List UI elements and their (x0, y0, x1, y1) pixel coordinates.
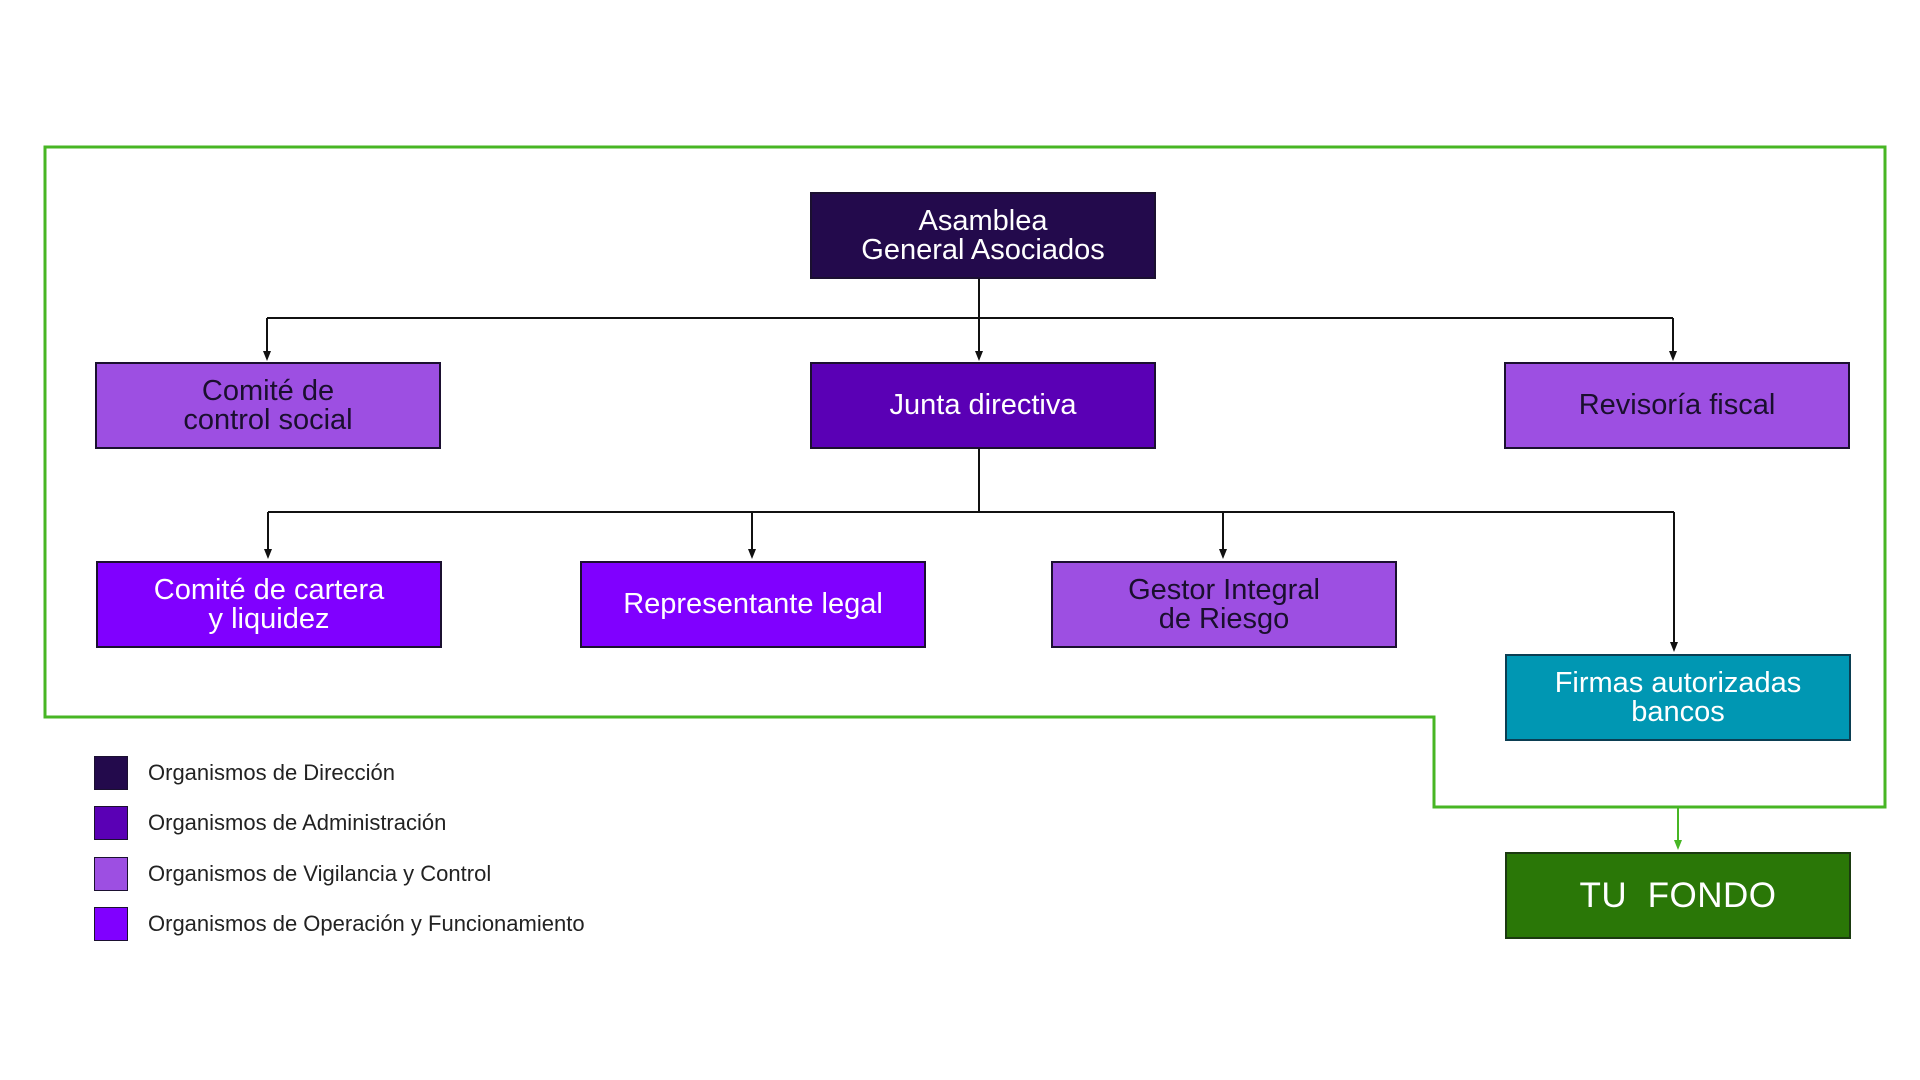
legend-item-direccion: Organismos de Dirección (94, 756, 395, 790)
legend-swatch-administracion (94, 806, 128, 840)
node-asamblea-general: Asamblea General Asociados (810, 192, 1156, 279)
node-comite-cartera-liquidez: Comité de cartera y liquidez (96, 561, 442, 648)
node-gestor-integral-riesgo: Gestor Integral de Riesgo (1051, 561, 1397, 648)
legend-item-administracion: Organismos de Administración (94, 806, 446, 840)
node-comite-control-social-text: Comité de control social (183, 374, 353, 436)
node-firmas-autorizadas-bancos-text: Firmas autorizadas bancos (1554, 666, 1802, 728)
node-tu-fondo-text: TU FONDO (1579, 876, 1777, 915)
node-tu-fondo: TU FONDO (1505, 852, 1851, 939)
node-firmas-autorizadas-bancos: Firmas autorizadas bancos (1505, 654, 1851, 741)
legend-item-operacion: Organismos de Operación y Funcionamiento (94, 907, 585, 941)
node-representante-legal-text: Representante legal (623, 588, 883, 620)
node-representante-legal: Representante legal (580, 561, 926, 648)
node-junta-directiva-text: Junta directiva (889, 389, 1077, 421)
legend-label-vigilancia: Organismos de Vigilancia y Control (148, 861, 492, 886)
node-asamblea-general-text: Asamblea General Asociados (861, 204, 1105, 266)
legend-item-vigilancia: Organismos de Vigilancia y Control (94, 857, 491, 891)
node-comite-control-social: Comité de control social (95, 362, 441, 449)
node-revisoria-fiscal: Revisoría fiscal (1504, 362, 1850, 449)
legend-label-operacion: Organismos de Operación y Funcionamiento (148, 911, 585, 936)
node-comite-cartera-liquidez-text: Comité de cartera y liquidez (153, 573, 385, 635)
legend-swatch-operacion (94, 907, 128, 941)
legend-label-direccion: Organismos de Dirección (148, 760, 395, 785)
legend-swatch-vigilancia (94, 857, 128, 891)
node-revisoria-fiscal-text: Revisoría fiscal (1578, 389, 1776, 421)
node-junta-directiva: Junta directiva (810, 362, 1156, 449)
legend-swatch-direccion (94, 756, 128, 790)
node-gestor-integral-riesgo-text: Gestor Integral de Riesgo (1128, 573, 1320, 635)
legend-label-administracion: Organismos de Administración (148, 810, 447, 835)
